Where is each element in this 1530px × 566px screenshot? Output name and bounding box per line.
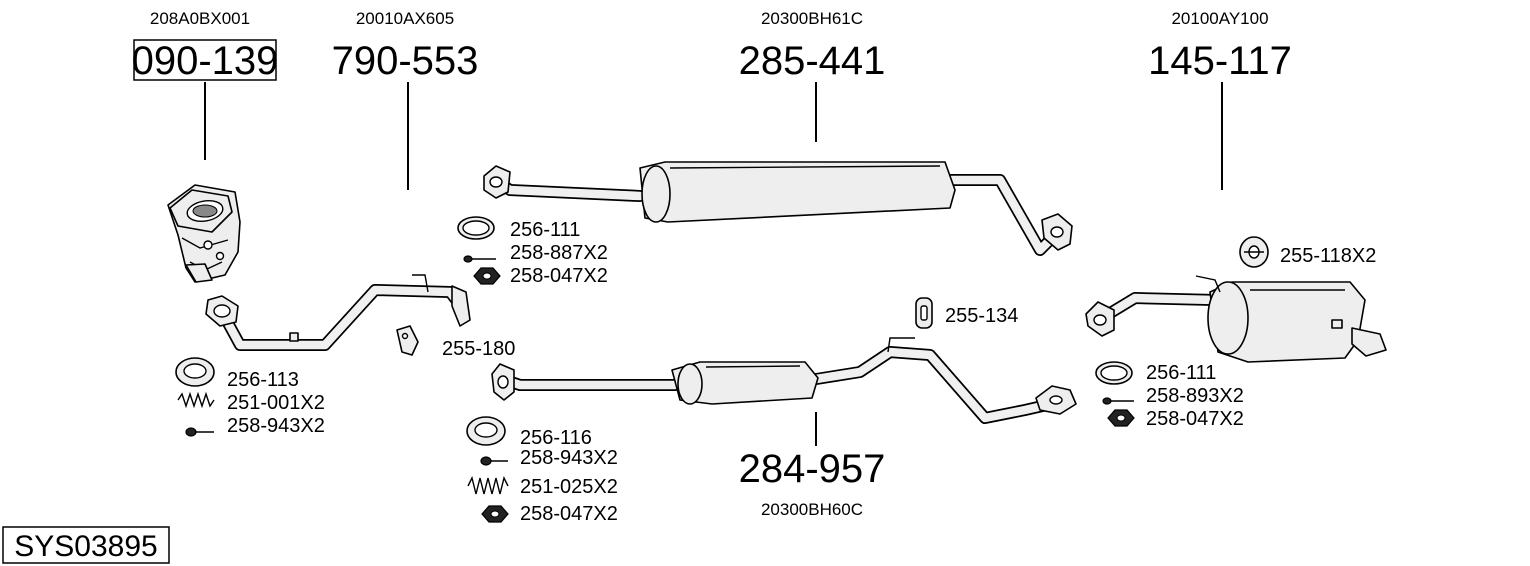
accessory-upper-gasket[interactable]: 256-111 bbox=[510, 219, 580, 241]
accessory-rear-gasket[interactable]: 256-111 bbox=[1146, 362, 1216, 384]
ref-rear-silencer[interactable]: 145-117 bbox=[1148, 39, 1292, 83]
accessory-rear-nut[interactable]: 258-047X2 bbox=[1146, 408, 1244, 430]
gasket-ring-icon bbox=[466, 416, 506, 446]
oem-code-catalytic-converter: 208A0BX001 bbox=[150, 9, 250, 28]
gasket-ring-icon bbox=[175, 357, 215, 387]
nut-icon bbox=[1107, 409, 1135, 427]
bolt-icon bbox=[463, 255, 496, 263]
oem-code-front-pipe: 20010AX605 bbox=[356, 9, 454, 28]
gasket-ring-icon bbox=[1095, 361, 1133, 385]
nut-icon bbox=[473, 267, 501, 285]
ref-centre-silencer-upper[interactable]: 285-441 bbox=[739, 39, 886, 83]
bracket-icon[interactable] bbox=[396, 325, 419, 356]
oem-code-rear-silencer: 20100AY100 bbox=[1171, 9, 1268, 28]
nut-icon bbox=[481, 505, 509, 523]
gasket-ring-icon bbox=[457, 216, 495, 240]
accessory-cat-gasket[interactable]: 256-113 bbox=[227, 369, 299, 391]
oem-code-centre-silencer-lower: 20300BH60C bbox=[761, 500, 863, 519]
rear-silencer-part[interactable] bbox=[1085, 275, 1387, 363]
accessory-upper-bolt[interactable]: 258-887X2 bbox=[510, 242, 608, 264]
bolt-icon bbox=[1102, 397, 1134, 405]
spring-icon bbox=[177, 391, 215, 409]
accessory-hanger-mid[interactable]: 255-134 bbox=[945, 305, 1018, 327]
accessory-cat-spring[interactable]: 251-001X2 bbox=[227, 392, 325, 414]
ref-box-catalytic-converter bbox=[133, 39, 277, 81]
system-code: SYS03895 bbox=[14, 530, 157, 563]
rubber-hanger-icon bbox=[915, 297, 933, 329]
accessory-lower-spring[interactable]: 251-025X2 bbox=[520, 476, 618, 498]
rubber-hanger-icon bbox=[1239, 236, 1269, 268]
accessory-upper-nut[interactable]: 258-047X2 bbox=[510, 265, 608, 287]
accessory-rear-hanger[interactable]: 255-118X2 bbox=[1280, 245, 1376, 267]
bolt-icon bbox=[185, 427, 214, 437]
ref-front-pipe[interactable]: 790-553 bbox=[332, 39, 479, 83]
ref-catalytic-converter[interactable]: 090-139 bbox=[132, 39, 279, 83]
spring-icon bbox=[467, 475, 509, 495]
centre-silencer-upper-part[interactable] bbox=[483, 161, 1073, 256]
accessory-lower-nut[interactable]: 258-047X2 bbox=[520, 503, 618, 525]
accessory-lower-bolt[interactable]: 258-943X2 bbox=[520, 447, 618, 469]
accessory-hanger-front[interactable]: 255-180 bbox=[442, 338, 515, 360]
ref-centre-silencer-lower[interactable]: 284-957 bbox=[739, 447, 886, 491]
catalytic-converter-part[interactable] bbox=[167, 184, 241, 283]
accessory-lower-gasket[interactable]: 256-116 bbox=[520, 427, 592, 449]
accessory-rear-bolt[interactable]: 258-893X2 bbox=[1146, 385, 1244, 407]
centre-silencer-lower-part[interactable] bbox=[491, 337, 1077, 424]
bolt-icon bbox=[480, 456, 508, 466]
accessory-cat-bolt[interactable]: 258-943X2 bbox=[227, 415, 325, 437]
system-code-box bbox=[2, 526, 170, 564]
oem-code-centre-silencer-upper: 20300BH61C bbox=[761, 9, 863, 28]
front-pipe-part[interactable] bbox=[205, 274, 471, 351]
